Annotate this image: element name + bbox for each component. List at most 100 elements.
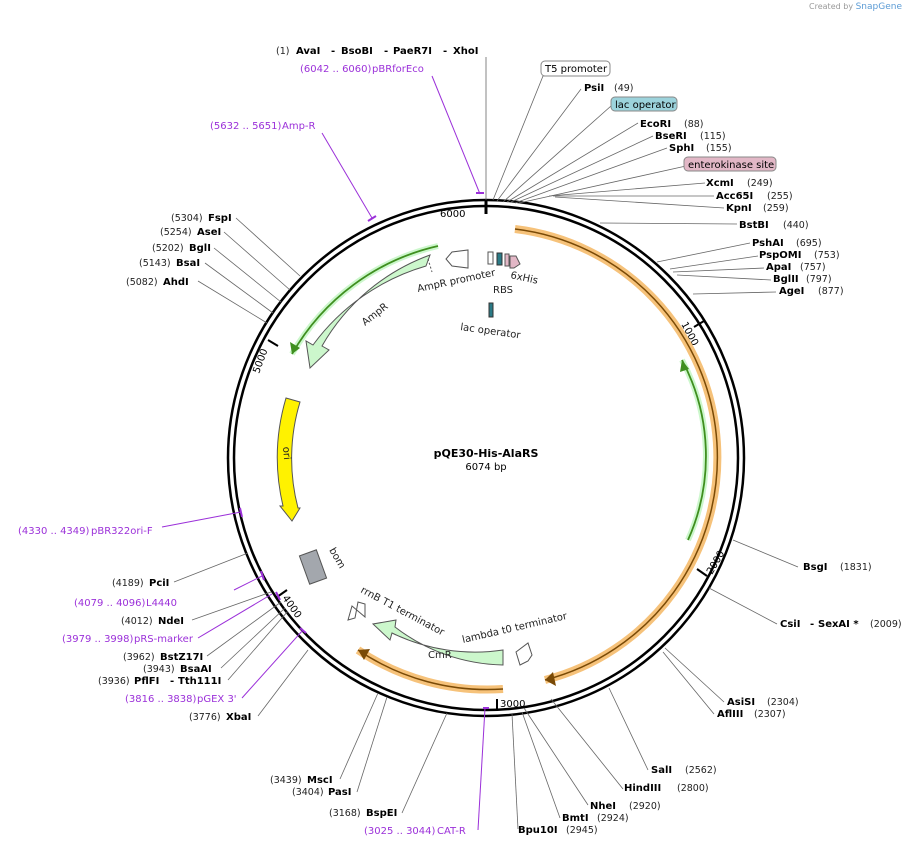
site-name: PasI [328, 787, 351, 798]
site-pos: (2304) [767, 697, 799, 708]
rrnb-arrow [347, 601, 366, 621]
small-features [487, 251, 521, 318]
site-extra: XhoI [453, 46, 478, 57]
site-sphi: SphI (155) [669, 143, 732, 154]
site-bsaai: (3943) BsaAI [143, 664, 212, 675]
orf-inner [679, 358, 709, 542]
site-pspomi: PspOMI (753) [759, 250, 840, 261]
site-name: XcmI [706, 178, 734, 189]
ampr-feature [305, 254, 431, 370]
primer-pgex3: (3816 .. 3838) pGEX 3' [125, 694, 237, 705]
site-pos: (155) [706, 143, 732, 154]
site-bsai: (5143) BsaI [139, 258, 200, 269]
primer-name: pRS-marker [134, 634, 194, 645]
primer-pbrforeco: (6042 .. 6060) pBRforEco [300, 64, 424, 75]
site-pos: (695) [796, 238, 822, 249]
site-asisi: AsiSI (2304) [727, 697, 799, 708]
orf-alars [514, 225, 722, 686]
site-ahdi: (5082) AhdI [126, 277, 189, 288]
site-pos: (259) [763, 203, 789, 214]
site-bseri: BseRI (115) [655, 131, 726, 142]
site-pshai: PshAI (695) [752, 238, 822, 249]
site-pos: (2307) [754, 709, 786, 720]
site-pos: (3936) [98, 676, 130, 687]
site-pcii: (4189) PciI [112, 578, 169, 589]
primer-range: (4079 .. 4096) [74, 598, 146, 609]
site-pos: (255) [767, 191, 793, 202]
enterokinase-box: enterokinase site [683, 156, 777, 172]
credit-prefix: Created by [809, 2, 854, 11]
plasmid-title: pQE30-His-AlaRS [434, 447, 539, 460]
site-pos: (5254) [160, 227, 192, 238]
site-bstz17i: (3962) BstZ17I [123, 652, 203, 663]
rrnb-label: rrnB T1 terminator [359, 585, 447, 639]
site-pos: (5143) [139, 258, 171, 269]
tick-label-6000: 6000 [440, 209, 465, 220]
site-name: BsaAI [180, 664, 212, 675]
enterokinase-label: enterokinase site [688, 160, 774, 171]
site-name: AflIII [717, 709, 743, 720]
site-name: KpnI [726, 203, 752, 214]
site-extra-dash: - [384, 46, 388, 57]
ampr-label: AmpR [360, 301, 390, 328]
site-pos: (1831) [840, 562, 872, 573]
site-bpu10i: Bpu10I (2945) [518, 825, 598, 836]
lac-operator-label: lac operator [460, 322, 522, 341]
site-bmti: BmtI (2924) [562, 813, 629, 824]
bom-label: bom [326, 546, 347, 571]
site-xbai: (3776) XbaI [189, 712, 251, 723]
site-name: BspEI [366, 808, 397, 819]
6xhis-label: 6xHis [509, 270, 538, 287]
rbs-label: RBS [493, 285, 513, 296]
site-pos: (797) [806, 274, 832, 285]
site-name: AseI [197, 227, 221, 238]
site-name: BsaI [176, 258, 200, 269]
site-pasi: (3404) PasI [292, 787, 351, 798]
primer-catr: (3025 .. 3044) CAT-R [364, 826, 466, 837]
site-xcmi: XcmI (249) [706, 178, 773, 189]
site-name: AsiSI [727, 697, 755, 708]
site-name: Acc65I [716, 191, 753, 202]
bom-feature [298, 549, 328, 585]
lac-operator-box-label: lac operator [615, 100, 676, 111]
site-pos: (5082) [126, 277, 158, 288]
site-pos: (3168) [329, 808, 361, 819]
site-pos: (2800) [677, 783, 709, 794]
snapgene-credit: Created by SnapGene [809, 2, 902, 12]
site-pos: (49) [614, 83, 634, 94]
site-pos: (3439) [270, 775, 302, 786]
site-name: BmtI [562, 813, 589, 824]
site-msci: (3439) MscI [270, 775, 333, 786]
ori-feature [276, 397, 301, 522]
site-pos: (753) [814, 250, 840, 261]
site-pos: (3943) [143, 664, 175, 675]
tick-label-5000: 5000 [251, 347, 270, 375]
site-name: BstZ17I [160, 652, 203, 663]
ampr-promoter-arrow [445, 249, 469, 269]
site-pos: (5202) [152, 243, 184, 254]
primer-l4440: (4079 .. 4096) L4440 [74, 598, 177, 609]
site-bglii: BglII (797) [773, 274, 832, 285]
primer-pbr322ori: (4330 .. 4349) pBR322ori-F [18, 526, 153, 537]
site-pos: (440) [783, 220, 809, 231]
site-name: NheI [590, 801, 616, 812]
site-pflfi: (3936) PflFI - Tth111I [98, 676, 221, 687]
site-extra-dash: - [331, 46, 335, 57]
site-pos: (4189) [112, 578, 144, 589]
site-extra-dash: - [443, 46, 447, 57]
primer-name: CAT-R [437, 826, 466, 837]
site-name: MscI [307, 775, 333, 786]
site-name: BstBI [739, 220, 769, 231]
site-pos: (2920) [629, 801, 661, 812]
site-pos: (5304) [171, 213, 203, 224]
site-name: PciI [149, 578, 169, 589]
site-pos: (2562) [685, 765, 717, 776]
site-name: AvaI [296, 46, 320, 57]
primer-range: (3979 .. 3998) [62, 634, 134, 645]
site-pos: (2009) [870, 619, 902, 630]
primer-ampr: (5632 .. 5651) Amp-R [210, 121, 316, 132]
site-bgli: (5202) BglI [152, 243, 211, 254]
site-nhei: NheI (2920) [590, 801, 661, 812]
site-extra: BsoBI [341, 46, 373, 57]
